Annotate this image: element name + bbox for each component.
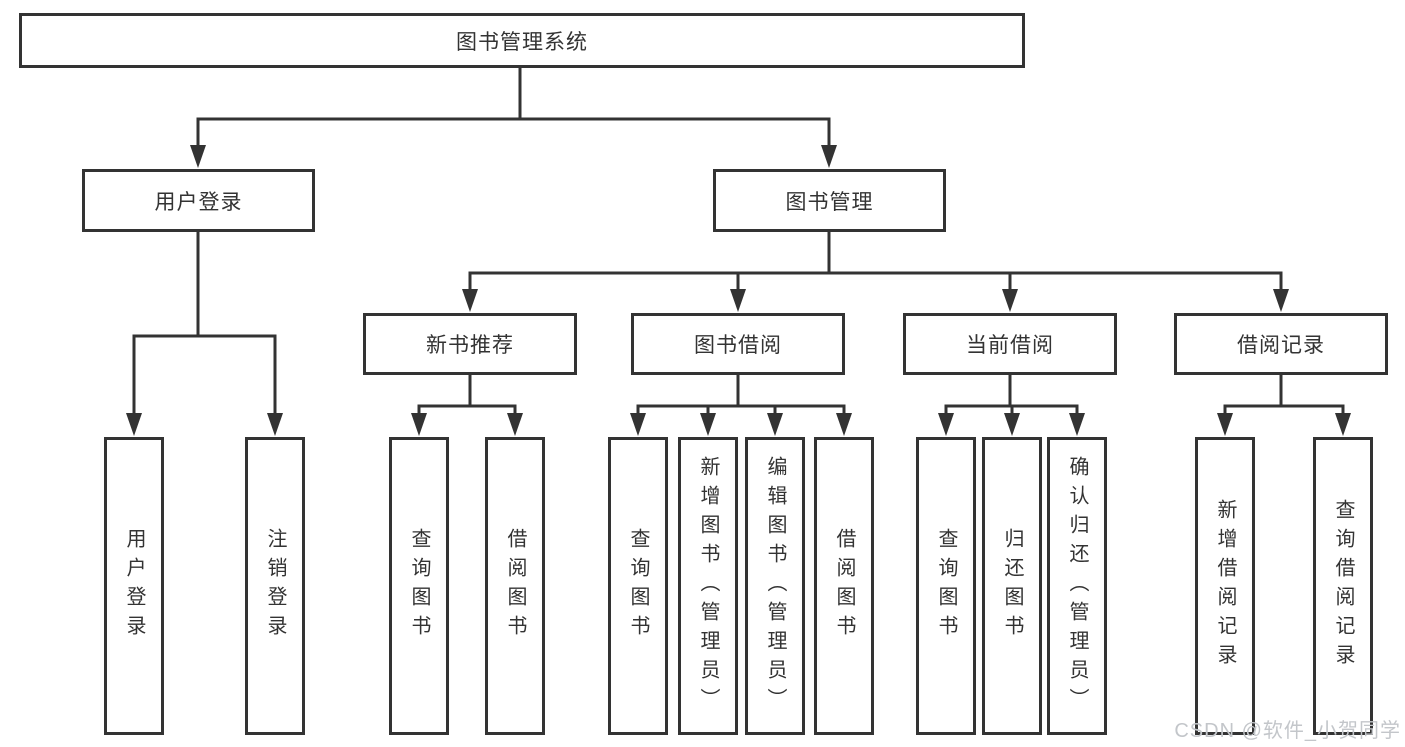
leaf-current-query-books-label: 查询图书 [935,528,957,644]
leaf-borrow-books: 借阅图书 [814,437,874,735]
node-borrow-records-label: 借阅记录 [1237,334,1325,357]
leaf-logout: 注销登录 [245,437,305,735]
node-root-label: 图书管理系统 [456,30,588,54]
leaf-recommend-query-books: 查询图书 [389,437,449,735]
leaf-edit-book-admin: 编辑图书（管理员） [745,437,805,735]
leaf-user-login-label: 用户登录 [123,528,145,644]
node-new-book-recommend-label: 新书推荐 [426,334,514,357]
leaf-add-book-admin: 新增图书（管理员） [678,437,738,735]
leaf-return-books: 归还图书 [982,437,1042,735]
leaf-logout-label: 注销登录 [264,528,286,644]
leaf-edit-book-admin-label: 编辑图书（管理员） [764,455,786,717]
node-user-login-label: 用户登录 [154,190,243,214]
leaf-recommend-query-books-label: 查询图书 [408,528,430,644]
node-book-management: 图书管理 [713,169,946,232]
node-book-management-label: 图书管理 [785,190,874,214]
leaf-user-login: 用户登录 [104,437,164,735]
leaf-recommend-borrow-books-label: 借阅图书 [504,528,526,644]
leaf-confirm-return-admin-label: 确认归还（管理员） [1066,455,1088,717]
leaf-add-borrow-record: 新增借阅记录 [1195,437,1255,735]
leaf-confirm-return-admin: 确认归还（管理员） [1047,437,1107,735]
leaf-recommend-borrow-books: 借阅图书 [485,437,545,735]
leaf-add-book-admin-label: 新增图书（管理员） [697,455,719,717]
node-current-borrow: 当前借阅 [903,313,1117,375]
leaf-borrow-query-books: 查询图书 [608,437,668,735]
node-new-book-recommend: 新书推荐 [363,313,577,375]
leaf-add-borrow-record-label: 新增借阅记录 [1214,499,1236,673]
node-user-login: 用户登录 [82,169,315,232]
leaf-borrow-books-label: 借阅图书 [833,528,855,644]
node-current-borrow-label: 当前借阅 [966,334,1054,357]
node-book-borrow-label: 图书借阅 [694,334,782,357]
leaf-query-borrow-record-label: 查询借阅记录 [1332,499,1354,673]
leaf-current-query-books: 查询图书 [916,437,976,735]
leaf-return-books-label: 归还图书 [1001,528,1023,644]
leaf-borrow-query-books-label: 查询图书 [627,528,649,644]
node-root-system: 图书管理系统 [19,13,1025,68]
leaf-query-borrow-record: 查询借阅记录 [1313,437,1373,735]
node-book-borrow: 图书借阅 [631,313,845,375]
csdn-watermark: CSDN @软件_小贺同学 [1174,720,1401,742]
node-borrow-records: 借阅记录 [1174,313,1388,375]
